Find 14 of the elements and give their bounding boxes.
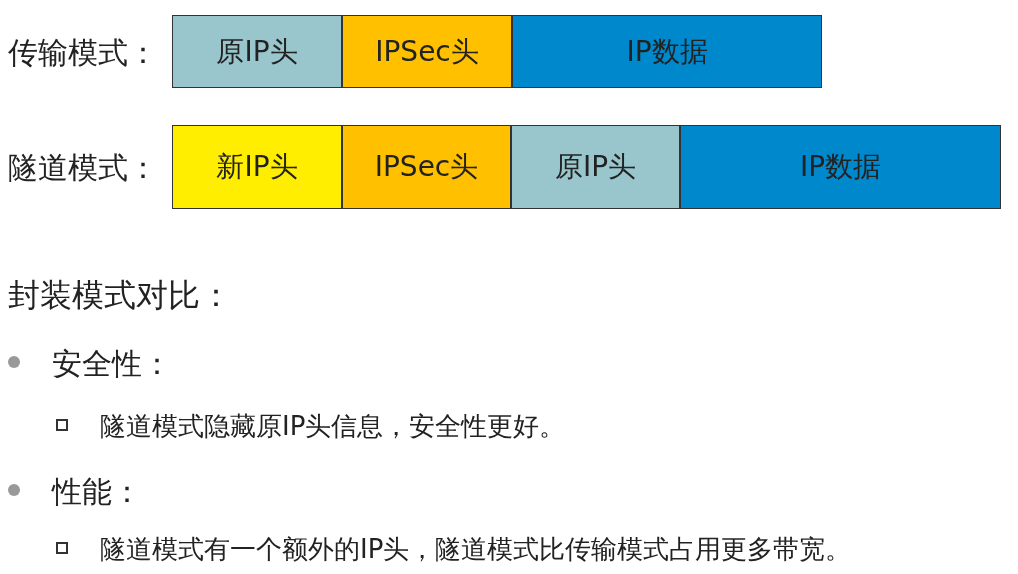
packet-field: 原IP头	[511, 125, 680, 209]
row-label: 传输模式：	[8, 34, 158, 72]
packet-field: IP数据	[512, 15, 822, 88]
bullet-text: 安全性：	[52, 345, 172, 383]
sub-bullet-text: 隧道模式有一个额外的IP头，隧道模式比传输模式占用更多带宽。	[100, 533, 852, 567]
section-heading: 封装模式对比：	[8, 274, 232, 316]
packet-field: IPSec头	[342, 15, 512, 88]
sub-bullet-text: 隧道模式隐藏原IP头信息，安全性更好。	[100, 410, 566, 444]
packet-field: 新IP头	[172, 125, 342, 209]
packet-field: IPSec头	[342, 125, 511, 209]
bullet-text: 性能：	[52, 473, 142, 511]
row-label: 隧道模式：	[8, 149, 158, 187]
packet-field: IP数据	[680, 125, 1001, 209]
packet-field: 原IP头	[172, 15, 342, 88]
